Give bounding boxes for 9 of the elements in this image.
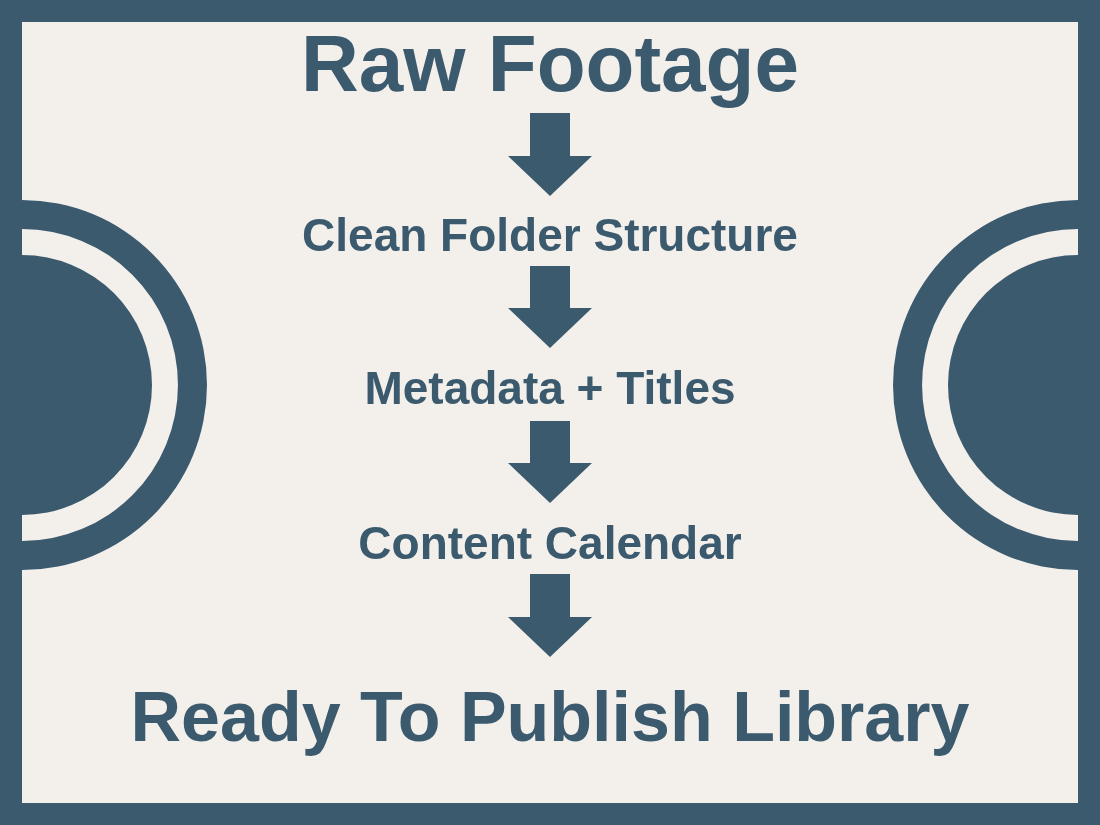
down-arrow bbox=[508, 574, 592, 657]
step-label: Raw Footage bbox=[301, 18, 799, 110]
step-label: Ready To Publish Library bbox=[130, 677, 970, 757]
down-arrow bbox=[508, 421, 592, 503]
down-arrow bbox=[508, 266, 592, 348]
step-label: Clean Folder Structure bbox=[302, 208, 798, 262]
step-label: Metadata + Titles bbox=[364, 361, 736, 415]
step-label: Content Calendar bbox=[358, 516, 742, 570]
down-arrow bbox=[508, 113, 592, 196]
